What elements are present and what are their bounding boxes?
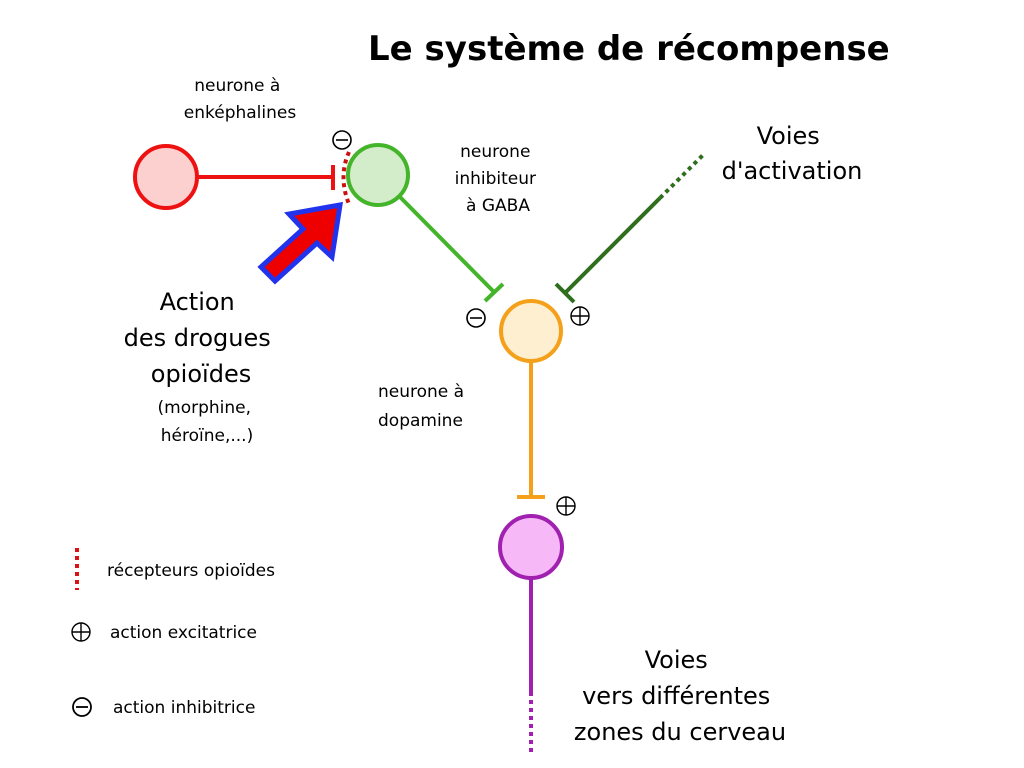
plus-icon <box>556 496 576 516</box>
activation-axon <box>563 196 662 295</box>
gaba-neuron <box>346 143 410 207</box>
plus-icon <box>570 306 590 326</box>
dopamine-neuron-label: neurone à dopamine <box>378 382 470 431</box>
drug-action-label: Action des drogues opioïdes <box>124 288 279 388</box>
activation-excitatory-synapse <box>554 282 576 304</box>
legend-inhibitory: action inhibitrice <box>113 698 255 718</box>
dopamine-neuron <box>499 299 563 363</box>
drug-examples-label: (morphine, héroïne,...) <box>158 398 257 446</box>
opioid-receptors <box>341 151 351 205</box>
gaba-neuron-label: neurone inhibiteur à GABA <box>455 142 542 216</box>
diagram-title: Le système de récompense <box>368 29 890 69</box>
enkephalin-neuron <box>133 144 199 210</box>
legend-receptors: récepteurs opioïdes <box>107 561 275 581</box>
enkephalin-neuron-label: neurone à enképhalines <box>184 76 297 123</box>
target-neuron <box>498 514 564 580</box>
gaba-axon <box>398 195 497 295</box>
gaba-inhibitory-synapse <box>483 282 505 303</box>
legend-plus-icon <box>71 622 91 642</box>
drug-action-arrow <box>257 201 344 285</box>
legend-minus-icon <box>72 697 92 717</box>
legend-excitatory: action excitatrice <box>110 623 257 643</box>
output-pathways-label: Voies vers différentes zones du cerveau <box>574 646 786 746</box>
activation-pathways-label: Voies d'activation <box>722 122 863 185</box>
minus-icon <box>332 130 352 150</box>
activation-axon-continuation <box>658 153 705 200</box>
minus-icon <box>466 308 486 328</box>
